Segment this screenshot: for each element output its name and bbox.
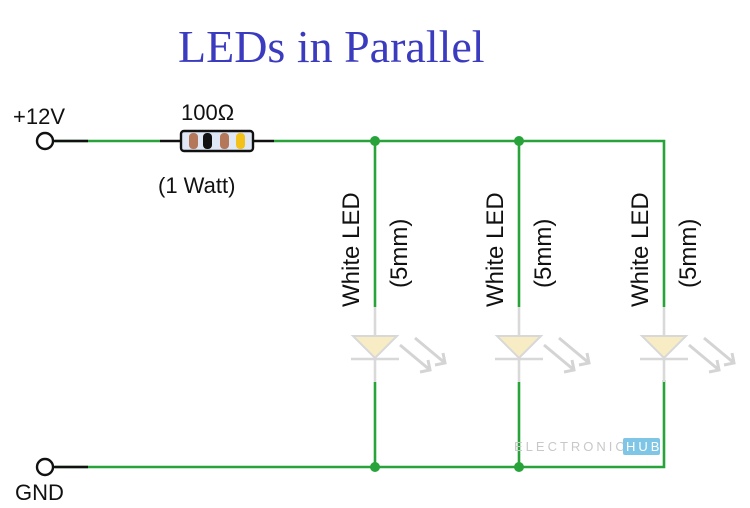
junction-dot [514,462,524,472]
light-emission-arrows [543,336,591,374]
led-3-name-label: White LED [627,192,654,307]
led-3-size-label: (5mm) [675,219,702,288]
led-1-size-label: (5mm) [386,219,413,288]
ground-label: GND [15,480,64,505]
led-1 [350,307,447,382]
bottom-rail-wire [55,380,666,469]
watermark-badge-text: HUB [626,439,662,454]
resistor [160,129,274,153]
led-triangle [639,335,689,360]
led-3 [639,307,736,382]
ground-terminal [35,457,55,477]
watermark-badge-background [623,438,660,455]
resistor-value-label: 100Ω [181,100,234,125]
junction-dot [370,136,380,146]
junction-dot [514,136,524,146]
led-2 [494,307,591,382]
resistor-band [236,133,245,149]
watermark: ELECTRONICS HUB [514,438,662,455]
junction-dot [370,462,380,472]
diagram-title: LEDs in Parallel [178,21,485,72]
light-emission-arrows [688,336,736,374]
positive-supply-label: +12V [13,104,65,129]
resistor-band [189,133,198,149]
led-triangle [350,335,400,360]
led-triangle [494,335,544,360]
resistor-band [220,133,229,149]
resistor-band [203,133,212,149]
resistor-rating-label: (1 Watt) [158,173,235,198]
top-rail-wire-right [274,139,666,233]
led-2-size-label: (5mm) [530,219,557,288]
watermark-text: ELECTRONICS [514,439,639,454]
resistor-body [179,129,255,153]
light-emission-arrows [399,336,447,374]
positive-terminal [35,131,55,151]
led-2-name-label: White LED [482,192,509,307]
led-1-name-label: White LED [338,192,365,307]
